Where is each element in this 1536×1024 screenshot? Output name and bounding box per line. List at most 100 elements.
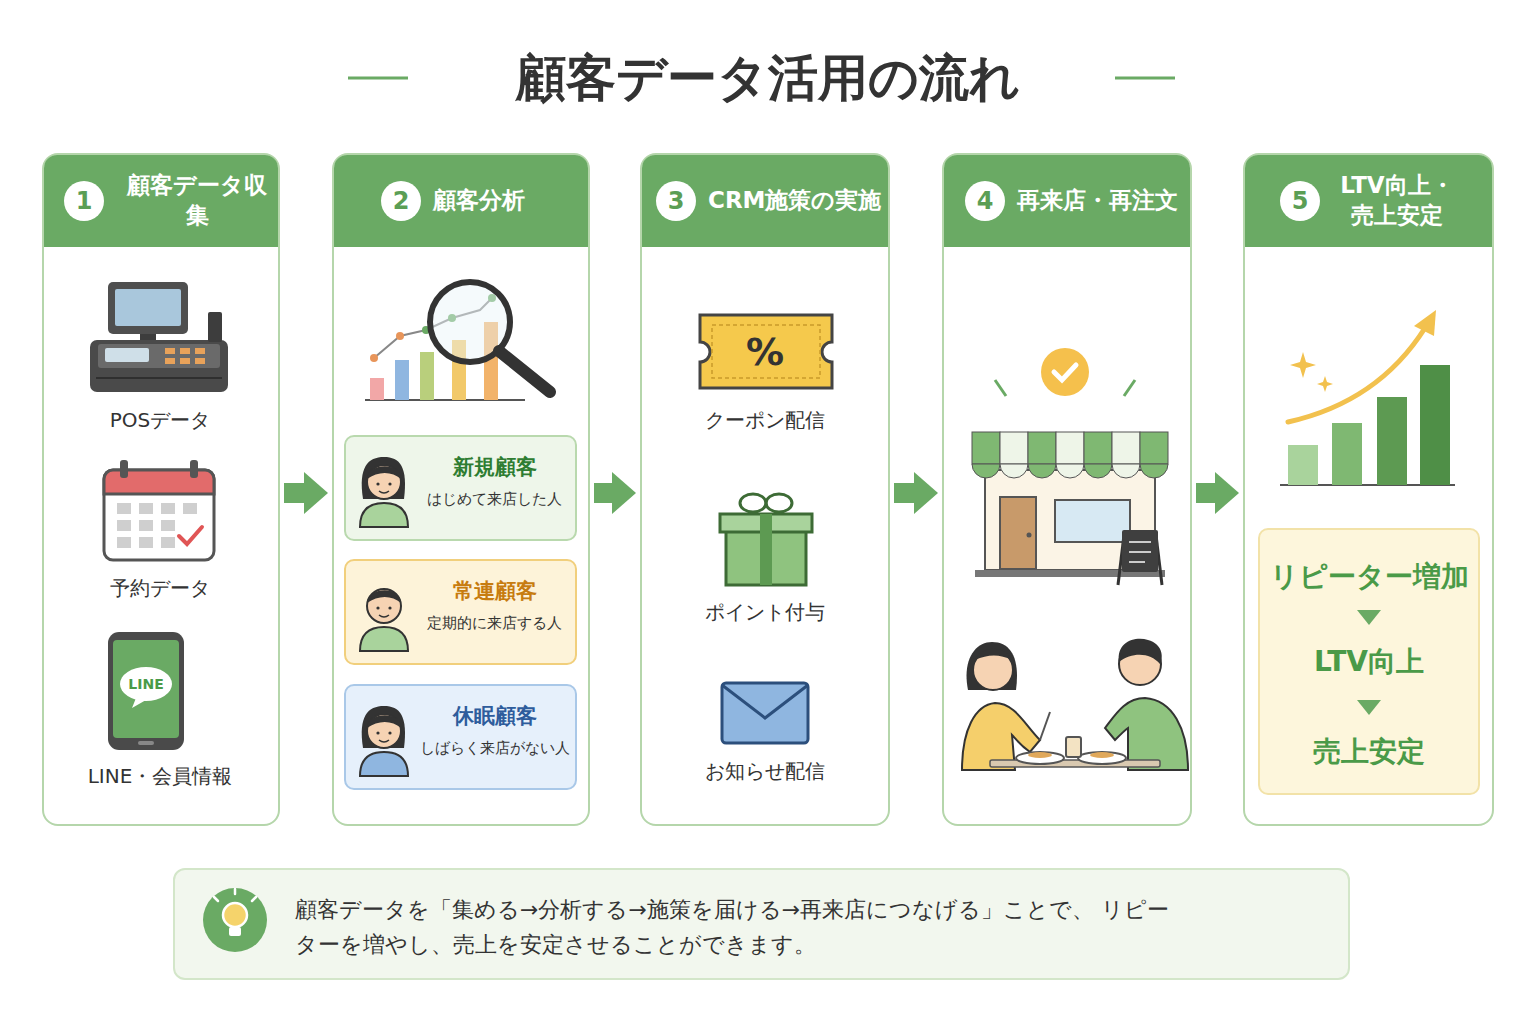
segment-box: 休眠顧客しばらく来店がない人: [344, 684, 577, 790]
coupon-icon-part: [712, 325, 820, 378]
calendar-icon-part-part: [117, 520, 131, 531]
growth-chart-part: [1290, 352, 1316, 378]
pos-register-part: [90, 340, 228, 392]
icon-caption: LINE: [128, 676, 163, 692]
segment-box: 常連顧客定期的に来店する人: [344, 559, 577, 665]
dining-couple-part: [1119, 639, 1162, 664]
dining-couple-part: [990, 760, 1160, 767]
avatar-icon-part: [376, 731, 379, 734]
pos-register-part: [165, 348, 175, 354]
panel-header: 5LTV向上・ 売上安定: [1245, 155, 1492, 247]
avatar-icon: [346, 686, 420, 788]
phone-icon-part: [138, 741, 154, 745]
panel-header: 3CRM施策の実施: [642, 155, 888, 247]
pos-register-part: [96, 377, 222, 379]
down-triangles-part: [1357, 610, 1381, 625]
avatar-icon-part: [367, 714, 401, 748]
avatar-icon-part: [367, 466, 401, 479]
lightbulb-icon-part: [252, 897, 256, 901]
segment-text: 新規顧客はじめて来店した人: [420, 455, 569, 508]
calendar-icon: [104, 460, 214, 560]
title-holder: 顧客データ活用の流れ: [0, 40, 1536, 116]
store-illustration-part: [995, 380, 1006, 396]
pos-register-part: [180, 348, 190, 354]
step-panel: 4再来店・再注文: [942, 153, 1192, 826]
coupon-icon: [700, 315, 832, 388]
calendar-icon-part-part: [161, 520, 175, 531]
analysis-chart-part: [396, 332, 404, 340]
store-illustration-part-part: [1056, 432, 1084, 464]
segment-text: 休眠顧客しばらく来店がない人: [420, 704, 569, 757]
step-heading: 顧客分析: [433, 186, 525, 216]
segment-title: 休眠顧客: [453, 704, 537, 729]
store-illustration-part-part: [1084, 464, 1112, 478]
dining-couple-part: [1078, 752, 1126, 764]
icon-caption: %: [746, 330, 784, 374]
icon-caption: クーポン配信: [705, 407, 825, 434]
store-illustration-part: [1054, 365, 1076, 380]
envelope-icon-part: [722, 685, 808, 718]
dining-couple-part: [975, 649, 1012, 660]
step-number: 4: [965, 181, 1005, 221]
dining-couple-part: [1090, 752, 1114, 758]
analysis-chart-part: [499, 351, 550, 392]
lightbulb-icon-part: [223, 903, 247, 927]
analysis-chart: [365, 282, 550, 400]
segment-description: しばらく来店がない人: [420, 739, 570, 757]
calendar-icon-part-part: [117, 503, 131, 514]
avatar-icon-part: [362, 706, 405, 748]
pos-register-part: [108, 282, 188, 334]
growth-chart-part: [1414, 310, 1436, 336]
growth-chart-part: [1332, 423, 1362, 485]
panel-header: 1顧客データ収集: [44, 155, 278, 247]
store-illustration-part-part: [972, 464, 1000, 478]
store-illustration-part: [1129, 561, 1145, 563]
dining-couple-part: [1040, 712, 1050, 740]
calendar-icon-part: [120, 460, 128, 478]
step-number: 2: [381, 181, 421, 221]
pos-register-part: [165, 358, 175, 364]
analysis-chart-part: [365, 399, 525, 401]
note-box: 顧客データを「集める→分析する→施策を届ける→再来店につなげる」ことで、 リピー…: [173, 868, 1350, 980]
avatar-icon-part: [360, 752, 408, 776]
step-number: 5: [1280, 181, 1320, 221]
phone-icon-part: [132, 698, 146, 708]
avatar-icon-part: [376, 606, 379, 609]
lightbulb-icon-part: [229, 927, 241, 936]
icon-caption: POSデータ: [110, 407, 211, 434]
store-illustration-part: [1041, 348, 1089, 396]
store-illustration-part: [1129, 541, 1151, 543]
store-illustration-part-part: [1112, 464, 1140, 478]
avatar-icon-part: [379, 615, 389, 617]
store-illustration-part-part: [972, 432, 1000, 464]
store-illustration-part: [972, 432, 1168, 478]
result-step: LTV向上: [1260, 644, 1478, 680]
dining-couple: [962, 639, 1188, 770]
segment-title: 常連顧客: [453, 579, 537, 604]
store-illustration-part-part: [1000, 432, 1028, 464]
pos-register-part: [208, 312, 222, 342]
avatar-icon-part: [360, 503, 408, 527]
avatar-icon-part: [367, 715, 401, 728]
flow-arrow: [1196, 483, 1216, 503]
pos-register-part: [195, 358, 205, 364]
store-illustration-part-part: [1028, 432, 1056, 464]
avatar-icon-part: [379, 491, 389, 493]
avatar-icon-part: [388, 482, 391, 485]
store-illustration-part: [1000, 497, 1036, 569]
growth-chart: [1280, 310, 1455, 485]
dining-couple-part: [967, 642, 1017, 690]
analysis-chart-part: [420, 352, 434, 400]
phone-icon: [108, 632, 184, 750]
calendar-icon-part-part: [117, 537, 131, 548]
lightbulb-icon-part: [214, 897, 218, 901]
pos-register-part: [115, 289, 181, 326]
phone-icon-part: [113, 640, 179, 738]
store-illustration-part: [1027, 533, 1032, 538]
avatar-icon-part: [367, 590, 401, 603]
dining-couple-part: [1016, 752, 1064, 764]
result-step: リピーター増加: [1260, 559, 1478, 595]
result-box: リピーター増加LTV向上売上安定: [1258, 528, 1480, 795]
